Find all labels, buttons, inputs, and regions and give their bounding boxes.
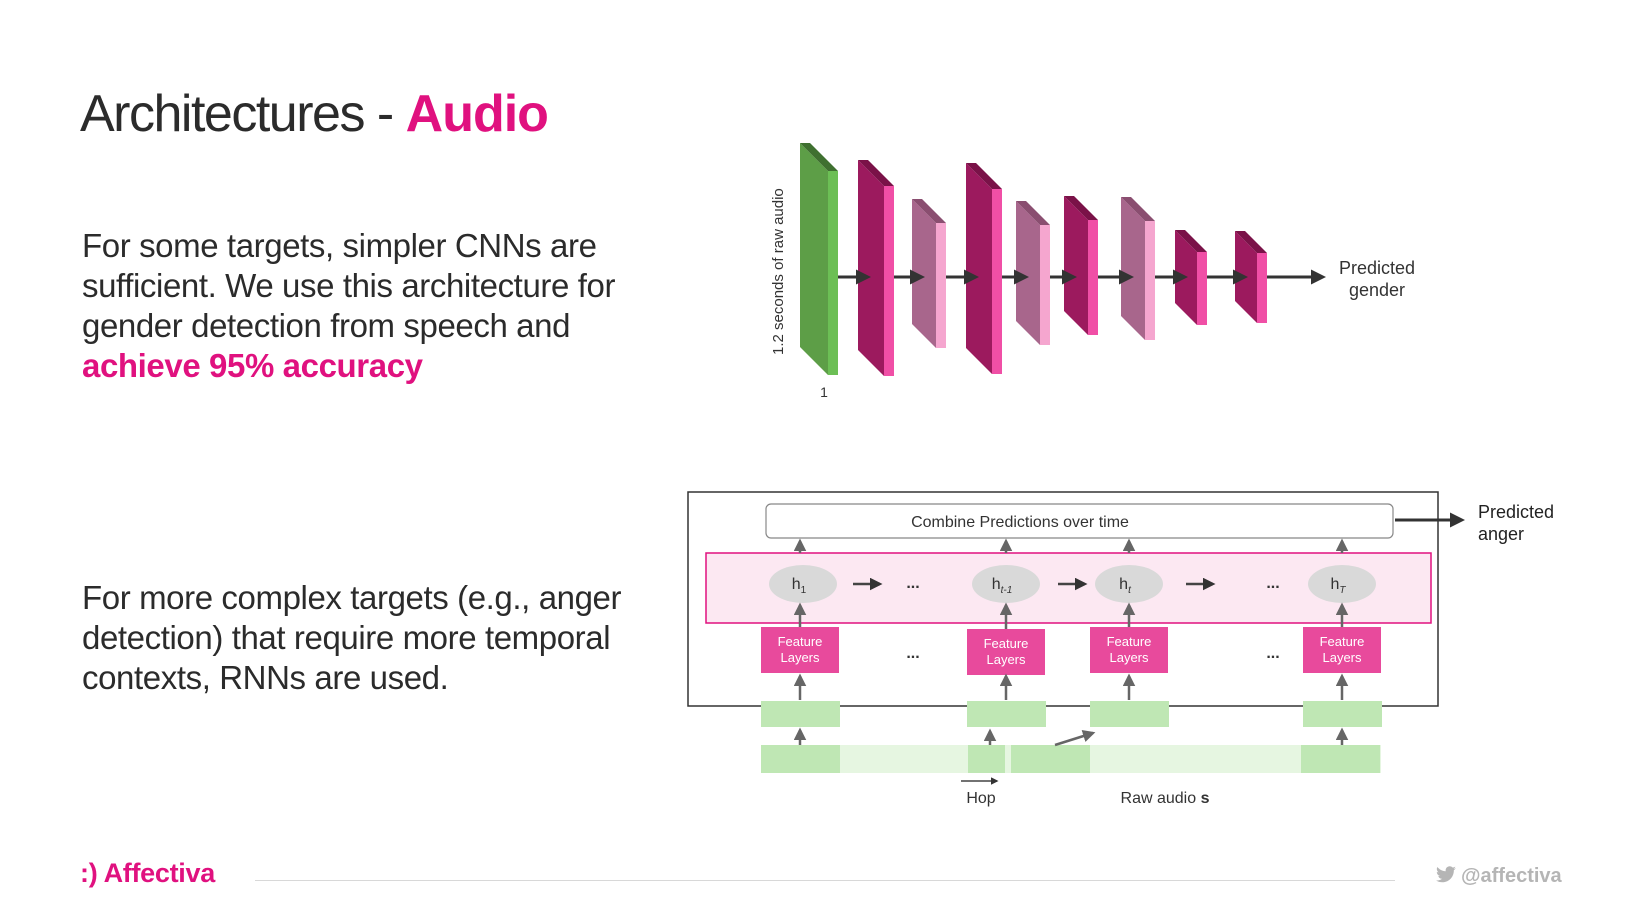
layer-side-face <box>858 160 884 376</box>
cnn-input-label: 1.2 seconds of raw audio <box>770 188 787 355</box>
combine-box <box>765 503 1394 539</box>
audio-frame-box <box>967 701 1046 727</box>
cnn-input-layer <box>800 143 838 375</box>
hidden-state-node <box>972 565 1040 603</box>
layer-top-face <box>1064 196 1098 220</box>
feature-layers-box <box>967 629 1045 675</box>
layer-top-face <box>1175 230 1207 252</box>
audio-frame-box <box>761 701 840 727</box>
layer-front-face <box>1040 225 1050 345</box>
audio-frame-box <box>1303 701 1382 727</box>
layer-top-face <box>800 143 838 171</box>
feature-layers-box <box>1303 627 1381 673</box>
audio-frame-box <box>1090 701 1169 727</box>
raw-window-4 <box>1301 745 1380 773</box>
layer-front-face <box>884 186 894 376</box>
cnn-conv-layer <box>1175 230 1207 325</box>
cnn-conv-layer <box>1064 196 1098 335</box>
feature-layers-label: Layers <box>1322 650 1362 665</box>
layer-front-face <box>1197 252 1207 325</box>
cnn-conv-layer <box>912 199 946 348</box>
feature-layers-label: Feature <box>984 636 1029 651</box>
raw-window-1 <box>761 745 840 773</box>
layer-top-face <box>1121 197 1155 221</box>
cnn-description: For some targets, simpler CNNs are suffi… <box>82 226 662 386</box>
layer-front-face <box>1145 221 1155 340</box>
hop-label: Hop <box>966 790 995 807</box>
feature-layers-label: Feature <box>1107 634 1152 649</box>
raw-window-3 <box>1011 745 1090 773</box>
layer-top-face <box>966 163 1002 189</box>
feature-layers-label: Feature <box>1320 634 1365 649</box>
layer-side-face <box>800 143 828 375</box>
rnn-diagram: Combine Predictions over time Predicted … <box>687 491 1554 807</box>
feature-layers-label: Layers <box>1109 650 1149 665</box>
layer-side-face <box>1121 197 1145 340</box>
feature-layers-label: Layers <box>986 652 1026 667</box>
title-accent: Audio <box>405 85 549 143</box>
layer-side-face <box>1016 201 1040 345</box>
predicted-anger-label-2: anger <box>1478 524 1524 544</box>
layer-side-face <box>966 163 992 374</box>
cnn-layer-stack <box>800 143 1267 376</box>
twitter-handle-text: @affectiva <box>1461 865 1562 887</box>
layer-front-face <box>828 171 838 375</box>
affectiva-logo: :) Affectiva <box>80 858 215 888</box>
twitter-bird-icon <box>1436 866 1456 883</box>
title-text: Architectures - <box>80 85 406 143</box>
feature-layers-label: Feature <box>778 634 823 649</box>
predicted-gender-label-2: gender <box>1349 280 1405 300</box>
cnn-conv-layer <box>1121 197 1155 340</box>
slide-title: Architectures - Audio <box>80 84 549 144</box>
footer-divider <box>255 880 1395 881</box>
hidden-state-node <box>769 565 837 603</box>
window-shift-arrow <box>1054 730 1096 747</box>
rnn-description: For more complex targets (e.g., anger de… <box>82 579 622 696</box>
layer-top-face <box>858 160 894 186</box>
ellipsis-feature-1: ... <box>906 645 919 662</box>
layer-top-face <box>1235 231 1267 253</box>
accuracy-highlight: achieve 95% accuracy <box>82 347 423 384</box>
layer-top-face <box>1016 201 1050 225</box>
feature-layers-box <box>761 627 839 673</box>
predicted-anger-label-1: Predicted <box>1478 502 1554 522</box>
layer-side-face <box>912 199 936 348</box>
layer-front-face <box>992 189 1002 374</box>
layer-front-face <box>1257 253 1267 323</box>
layer-front-face <box>936 223 946 348</box>
twitter-handle: @affectiva <box>1435 865 1562 888</box>
hidden-state-node <box>1308 565 1376 603</box>
ellipsis-band-1: ... <box>906 575 919 592</box>
feature-layers-label: Layers <box>780 650 820 665</box>
feature-layers-box <box>1090 627 1168 673</box>
rnn-outer-frame <box>687 491 1439 707</box>
layer-side-face <box>1064 196 1088 335</box>
raw-audio-label: Raw audio s <box>1121 790 1210 807</box>
cnn-description-text: For some targets, simpler CNNs are suffi… <box>82 227 616 344</box>
cnn-diagram: 1.2 seconds of raw audio 1 Predicted gen… <box>770 143 1415 400</box>
hidden-state-node <box>1095 565 1163 603</box>
cnn-conv-layer <box>858 160 894 376</box>
ellipsis-feature-2: ... <box>1266 645 1279 662</box>
raw-window-2 <box>968 745 1005 773</box>
layer-front-face <box>1088 220 1098 335</box>
layer-top-face <box>912 199 946 223</box>
predicted-gender-label-1: Predicted <box>1339 258 1415 278</box>
cnn-conv-layer <box>1016 201 1050 345</box>
cnn-input-index: 1 <box>820 384 828 400</box>
combine-label: Combine Predictions over time <box>911 514 1129 531</box>
ellipsis-band-2: ... <box>1266 575 1279 592</box>
cnn-conv-layer <box>966 163 1002 374</box>
